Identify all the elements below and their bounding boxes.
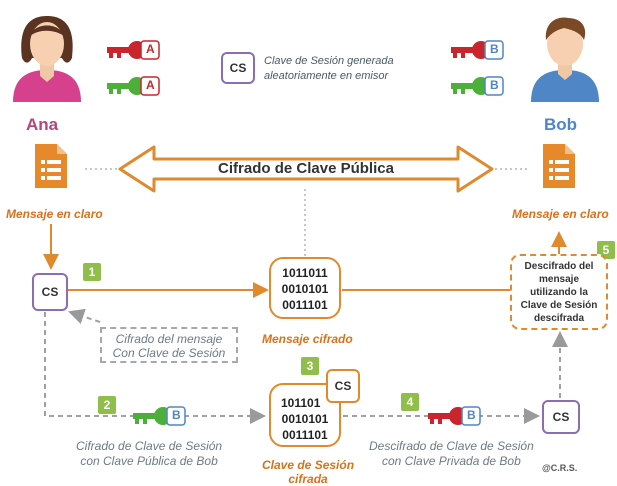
ana-public-key-letter: A	[146, 78, 155, 92]
encrypted-message-caption: Mensaje cifrado	[262, 332, 353, 346]
step2-caption-line-1: Cifrado de Clave de Sesión	[76, 439, 223, 453]
decrypt-line-3: utilizando la	[530, 287, 588, 298]
step4-caption-line-1: Descifrado de Clave de Sesión	[369, 439, 534, 453]
step4-caption-line-2: con Clave Privada de Bob	[382, 454, 521, 468]
step-2-badge: 2	[98, 396, 116, 414]
bob-private-key-step4-icon: B	[426, 405, 482, 427]
encrypted-session-key-caption: Clave de Sesión cifrada	[262, 458, 354, 486]
step2-caption-line-2: con Clave Pública de Bob	[80, 454, 218, 468]
cipher-line-2: 0010101	[281, 282, 329, 296]
ana-name: Ana	[26, 115, 59, 134]
sender-session-key-box: CS	[32, 273, 68, 311]
bob-public-key-step2-letter: B	[172, 408, 181, 422]
bob-avatar	[526, 12, 604, 102]
receiver-session-key-box: CS	[542, 400, 580, 434]
encrypted-message-box: 1011011 0010101 0011101	[269, 257, 341, 319]
legend-text-line-1: Clave de Sesión generada	[264, 55, 394, 67]
encrypted-session-key-caption-line-1: Clave de Sesión	[262, 458, 355, 472]
ana-private-key-letter: A	[146, 42, 155, 56]
step-3-badge: 3	[301, 357, 319, 375]
bob-private-key-letter: B	[490, 42, 499, 56]
credit: @C.R.S.	[542, 463, 578, 473]
decrypt-line-5: descifrada	[533, 313, 585, 324]
key-cipher-line-3: 0011101	[282, 428, 328, 442]
public-key-encryption-label: Cifrado de Clave Pública	[218, 160, 394, 177]
decrypt-line-4: Clave de Sesión	[520, 300, 598, 311]
session-encryption-note-line-1: Cifrado del mensaje	[115, 332, 223, 346]
step-1-badge: 1	[83, 263, 101, 281]
session-encryption-note: Cifrado del mensaje Con Clave de Sesión	[100, 327, 238, 363]
step-4-badge: 4	[401, 393, 419, 411]
step2-caption: Cifrado de Clave de Sesión con Clave Púb…	[76, 439, 222, 469]
cipher-line-3: 0011101	[282, 298, 328, 312]
decrypt-message-box: Descifrado del mensaje utilizando la Cla…	[510, 254, 608, 330]
step4-caption: Descifrado de Clave de Sesión con Clave …	[369, 439, 534, 469]
plain-message-right-label: Mensaje en claro	[512, 207, 609, 221]
key-cipher-line-2: 0010101	[281, 412, 329, 426]
bob-name: Bob	[544, 115, 578, 134]
plain-message-left-icon	[33, 142, 69, 190]
bob-public-key-icon: B	[449, 75, 505, 97]
ana-avatar	[8, 12, 86, 102]
bob-private-key-step4-letter: B	[467, 408, 476, 422]
ana-public-key-icon: A	[105, 75, 161, 97]
ana-private-key-icon: A	[105, 39, 161, 61]
cipher-line-1: 1011011	[282, 266, 328, 280]
legend-cs-box: CS	[221, 52, 255, 84]
bob-public-key-letter: B	[490, 78, 499, 92]
legend-text-line-2: aleatoriamente en emisor	[264, 70, 389, 82]
session-encryption-note-line-2: Con Clave de Sesión	[112, 346, 226, 360]
bob-public-key-step2-icon: B	[131, 405, 187, 427]
decrypt-line-2: mensaje	[538, 274, 580, 285]
plain-message-right-icon	[541, 142, 577, 190]
plain-message-left-label: Mensaje en claro	[6, 207, 103, 221]
public-key-encryption-arrow: Cifrado de Clave Pública	[118, 145, 494, 193]
encrypted-session-key-cs: CS	[326, 369, 360, 403]
encrypted-session-key-caption-line-2: cifrada	[288, 472, 328, 486]
legend-text: Clave de Sesión generada aleatoriamente …	[264, 54, 394, 84]
decrypt-line-1: Descifrado del	[524, 261, 594, 272]
bob-private-key-icon: B	[449, 39, 505, 61]
key-cipher-line-1: 101101	[281, 396, 321, 410]
